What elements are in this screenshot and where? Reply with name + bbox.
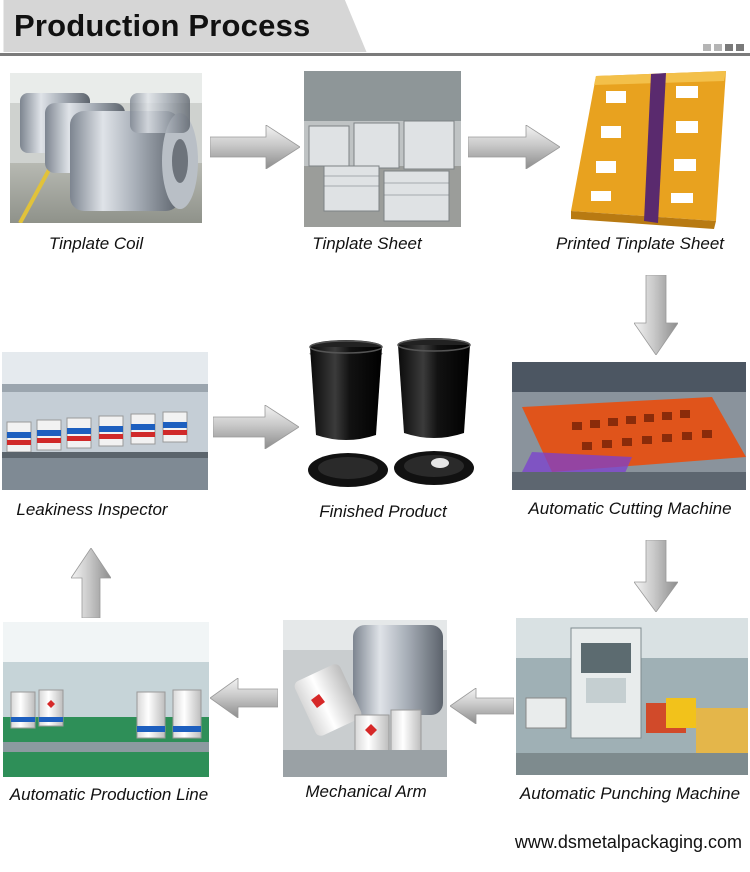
arrow-left-1 (450, 688, 514, 724)
website-url[interactable]: www.dsmetalpackaging.com (514, 832, 742, 852)
automatic-production-line-photo (3, 622, 209, 777)
step-label-finished-product: Finished Product (319, 502, 447, 521)
arrow-left-2 (210, 678, 278, 718)
arrow-up-1 (71, 548, 111, 618)
step-label-tinplate-sheet: Tinplate Sheet (312, 234, 422, 253)
tinplate-coil-photo (10, 73, 202, 223)
step-label-leakiness-inspector: Leakiness Inspector (16, 500, 168, 519)
header: Production Process (0, 0, 750, 58)
leakiness-inspector-photo (2, 352, 208, 490)
step-label-mechanical-arm: Mechanical Arm (305, 782, 427, 801)
step-label-tinplate-coil: Tinplate Coil (48, 234, 144, 253)
arrow-down-2 (634, 540, 678, 612)
header-dots (703, 44, 744, 51)
arrow-right-1 (210, 125, 300, 169)
arrow-down-1 (634, 275, 678, 355)
arrow-right-2 (468, 125, 560, 169)
page-title: Production Process (14, 8, 311, 43)
arrow-right-3 (213, 405, 299, 449)
finished-product-photo (300, 335, 478, 495)
automatic-punching-machine-photo (516, 618, 748, 775)
mechanical-arm-photo (283, 620, 447, 777)
step-label-automatic-cutting-machine: Automatic Cutting Machine (528, 499, 732, 518)
printed-tinplate-sheet-photo (566, 71, 732, 231)
tinplate-sheet-photo (304, 71, 461, 227)
step-label-automatic-production-line: Automatic Production Line (9, 785, 209, 804)
title-tab (3, 0, 367, 52)
step-label-printed-tinplate-sheet: Printed Tinplate Sheet (555, 234, 725, 253)
automatic-cutting-machine-photo (512, 362, 746, 490)
step-label-automatic-punching-machine: Automatic Punching Machine (519, 784, 741, 803)
header-rule (0, 53, 750, 56)
